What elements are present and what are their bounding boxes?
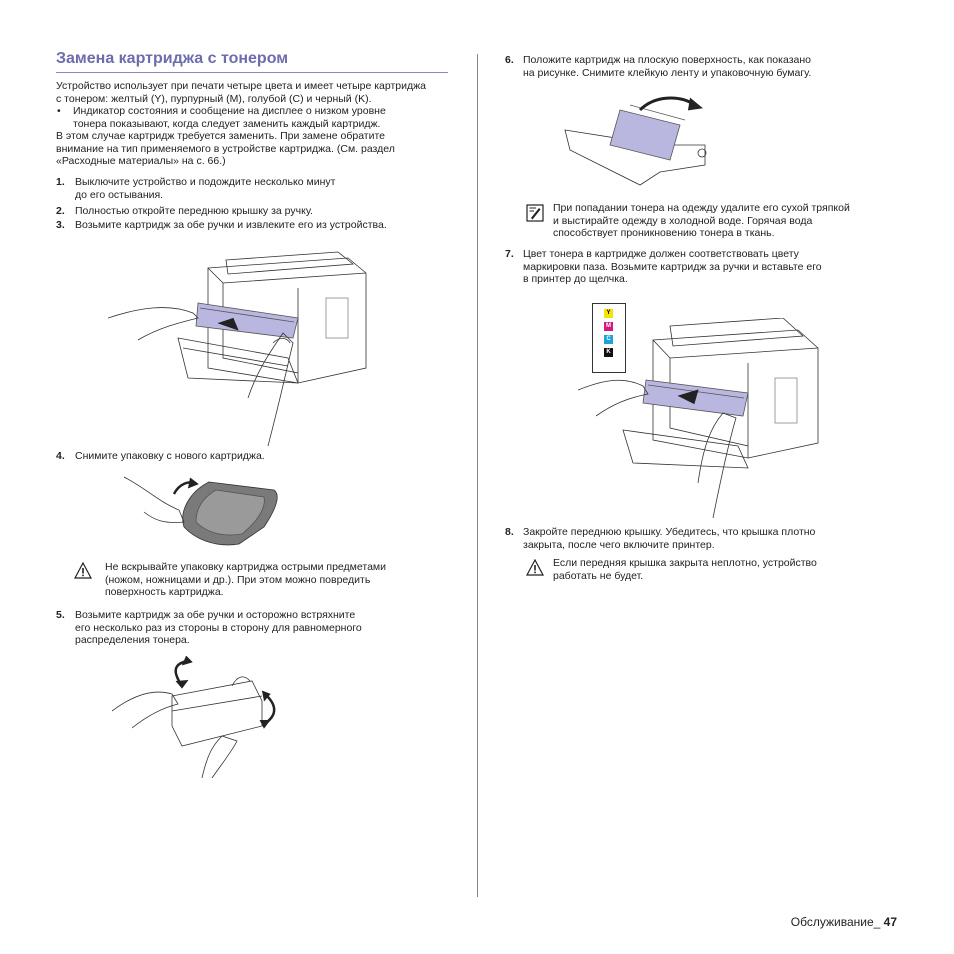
color-slot-labels: Y M C K: [592, 303, 626, 373]
caution-note: Не вскрывайте упаковку картриджа острыми…: [105, 561, 450, 599]
step-number: 5.: [56, 609, 65, 621]
remove-tape-illustration: [564, 96, 707, 186]
step-text: закрыта, после чего включите принтер.: [523, 538, 715, 551]
note-text: поверхность картриджа.: [105, 586, 224, 598]
note-text: При попадании тонера на одежду удалите е…: [553, 202, 850, 214]
step-text: Закройте переднюю крышку. Убедитесь, что…: [523, 526, 816, 538]
step-number: 3.: [56, 219, 65, 231]
column-divider: [477, 54, 478, 897]
step-3: 3. Возьмите картридж за обе ручки и извл…: [56, 219, 456, 232]
step-7: 7. Цвет тонера в картридже должен соотве…: [505, 248, 905, 286]
caution-note: Если передняя крышка закрыта неплотно, у…: [553, 557, 898, 582]
intro-line: В этом случае картридж требуется заменит…: [56, 130, 386, 142]
note-text: способствует проникновению тонера в ткан…: [553, 227, 775, 239]
step-text: на рисунке. Снимите клейкую ленту и упак…: [523, 66, 812, 79]
step-text: Полностью откройте переднюю крышку за ру…: [75, 205, 313, 217]
step-text: в принтер до щелчка.: [523, 273, 628, 285]
step-text: распределения тонера.: [75, 634, 190, 646]
step-number: 6.: [505, 54, 514, 66]
bullet-marker: •: [57, 105, 61, 117]
color-swatch-black: K: [604, 348, 613, 357]
title-underline: [56, 72, 448, 73]
color-swatch-magenta: M: [604, 322, 613, 331]
caution-icon: [526, 559, 544, 576]
step-4: 4. Снимите упаковку с нового картриджа.: [56, 450, 456, 463]
step-number: 7.: [505, 248, 514, 260]
intro-line: «Расходные материалы» на с. 66.): [56, 155, 226, 167]
page-number: 47: [883, 915, 897, 929]
memo-icon: [526, 204, 544, 222]
step-number: 1.: [56, 176, 65, 188]
memo-note: При попадании тонера на одежду удалите е…: [553, 202, 898, 240]
step-8: 8. Закройте переднюю крышку. Убедитесь, …: [505, 526, 905, 551]
note-text: (ножом, ножницами и др.). При этом можно…: [105, 573, 371, 586]
step-text: Выключите устройство и подождите несколь…: [75, 176, 336, 188]
bullet-text: Индикатор состояния и сообщение на диспл…: [73, 105, 386, 117]
intro-line: Устройство использует при печати четыре …: [56, 80, 426, 92]
step-text: Снимите упаковку с нового картриджа.: [75, 450, 265, 462]
color-swatch-cyan: C: [604, 335, 613, 344]
insert-cartridge-illustration: [578, 318, 819, 518]
page-footer: Обслуживание_ 47: [791, 915, 897, 929]
step-number: 4.: [56, 450, 65, 462]
step-5: 5. Возьмите картридж за обе ручки и осто…: [56, 609, 456, 647]
step-2: 2. Полностью откройте переднюю крышку за…: [56, 205, 456, 218]
step-6: 6. Положите картридж на плоскую поверхно…: [505, 54, 905, 79]
color-swatch-yellow: Y: [604, 309, 613, 318]
shake-cartridge-illustration: [112, 656, 276, 778]
note-text: Если передняя крышка закрыта неплотно, у…: [553, 557, 817, 569]
step-text: до его остывания.: [75, 188, 164, 201]
unpack-cartridge-illustration: [124, 476, 278, 546]
intro-bullet: • Индикатор состояния и сообщение на дис…: [56, 105, 456, 130]
step-text: его несколько раз из стороны в сторону д…: [75, 621, 362, 634]
intro-line: внимание на тип применяемого в устройств…: [56, 142, 395, 155]
remove-cartridge-illustration: [108, 251, 367, 446]
step-text: маркировки паза. Возьмите картридж за ру…: [523, 260, 822, 273]
caution-icon: [74, 562, 92, 579]
step-text: Положите картридж на плоскую поверхность…: [523, 54, 811, 66]
footer-section: Обслуживание_: [790, 915, 881, 929]
step-text: Возьмите картридж за обе ручки и извлеки…: [75, 219, 387, 231]
step-text: Цвет тонера в картридже должен соответст…: [523, 248, 799, 260]
intro-line: с тонером: желтый (Y), пурпурный (M), го…: [56, 92, 372, 105]
step-text: Возьмите картридж за обе ручки и осторож…: [75, 609, 356, 621]
section-title: Замена картриджа с тонером: [56, 50, 289, 67]
step-number: 2.: [56, 205, 65, 217]
note-text: работать не будет.: [553, 569, 644, 582]
step-1: 1. Выключите устройство и подождите неск…: [56, 176, 456, 201]
bullet-text: тонера показывают, когда следует заменит…: [73, 117, 381, 130]
note-text: и выстирайте одежду в холодной воде. Гор…: [553, 214, 813, 227]
note-text: Не вскрывайте упаковку картриджа острыми…: [105, 561, 386, 573]
step-number: 8.: [505, 526, 514, 538]
intro: Устройство использует при печати четыре …: [56, 80, 456, 168]
